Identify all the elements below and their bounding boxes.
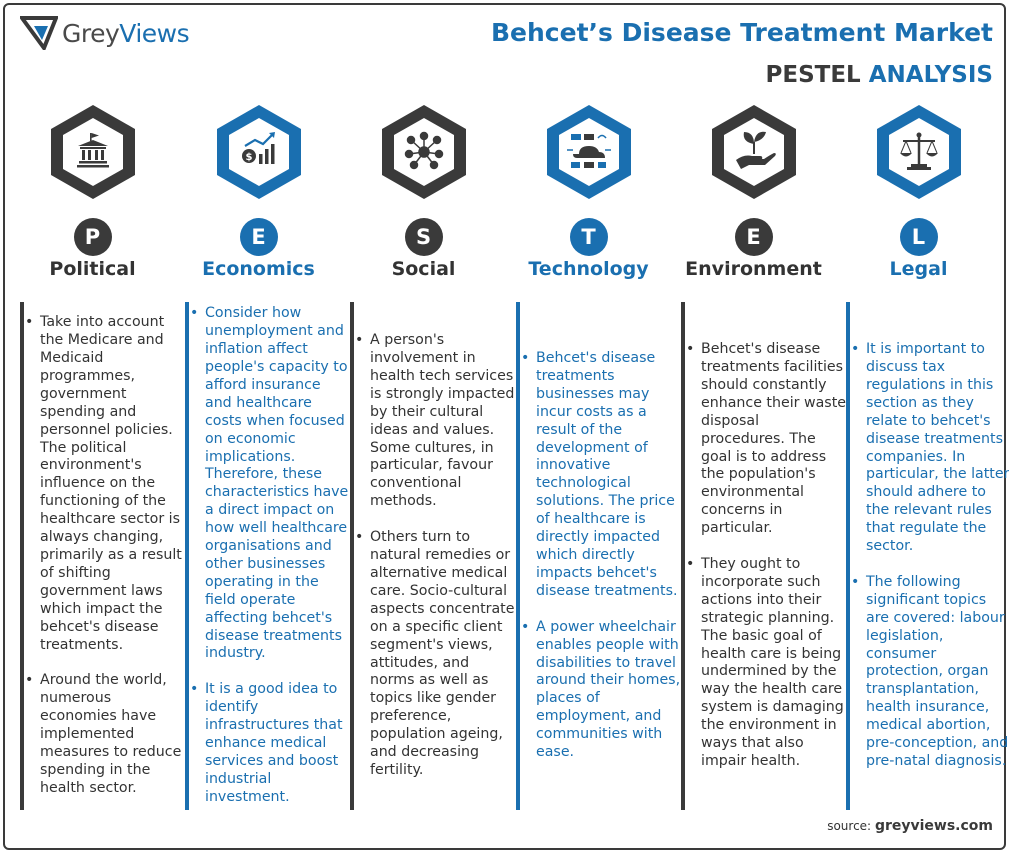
bullet-item: Behcet's disease treatments facilities s… — [686, 341, 846, 538]
page-subtitle: PESTEL ANALYSIS — [765, 62, 993, 88]
bullet-item: It is important to discuss tax regulatio… — [851, 341, 1009, 556]
column-body-technology: Behcet's disease treatments businesses m… — [516, 302, 681, 810]
bullet-item: The following significant topics are cov… — [851, 574, 1009, 771]
pestel-letter: S — [404, 218, 443, 256]
bullet-item: It is a good idea to identify infrastruc… — [190, 681, 350, 806]
scales-of-justice-icon — [899, 132, 938, 170]
pestel-letter: E — [239, 218, 278, 256]
bullet-item: Others turn to natural remedies or alter… — [355, 529, 515, 780]
column-header-legal: L Legal — [836, 102, 1001, 292]
greyviews-logo: GreyViews — [20, 16, 190, 50]
bullet-item: A person's involvement in health tech se… — [355, 332, 515, 511]
svg-text:$: $ — [245, 152, 252, 163]
hexagon-badge — [50, 105, 135, 199]
pestel-letter: T — [569, 218, 608, 256]
pestel-letter: L — [899, 218, 938, 256]
column-header-social: S Social — [341, 102, 506, 292]
source-credit: source: greyviews.com — [827, 818, 993, 834]
pestel-letter: P — [73, 218, 112, 256]
cloud-technology-icon — [566, 134, 611, 168]
hexagon-badge — [876, 105, 961, 199]
government-building-icon — [76, 133, 109, 168]
column-body-economics: Consider how unemployment and inflation … — [185, 302, 350, 810]
column-header-political: P Political — [10, 102, 175, 292]
hexagon-badge: $ — [216, 105, 301, 199]
page-title: Behcet’s Disease Treatment Market — [491, 18, 993, 47]
column-header-technology: T Technology — [506, 102, 671, 292]
bullet-item: They ought to incorporate such actions i… — [686, 556, 846, 771]
bullet-item: Around the world, numerous economies hav… — [25, 672, 185, 797]
bullet-item: Behcet's disease treatments businesses m… — [521, 350, 681, 601]
column-body-political: Take into account the Medicare and Medic… — [20, 302, 185, 810]
bullet-item: A power wheelchair enables people with d… — [521, 619, 681, 762]
source-link[interactable]: greyviews.com — [874, 818, 993, 834]
pestel-letter: E — [734, 218, 773, 256]
social-network-icon — [404, 131, 443, 170]
bullet-item: Consider how unemployment and inflation … — [190, 305, 350, 663]
greyviews-logo-icon — [20, 16, 58, 50]
hexagon-badge — [381, 105, 466, 199]
column-title: Technology — [528, 258, 649, 280]
column-body-environment: Behcet's disease treatments facilities s… — [681, 302, 846, 810]
column-title: Social — [391, 258, 456, 280]
money-growth-chart-icon: $ — [241, 132, 275, 164]
column-header-environment: E Environment — [671, 102, 836, 292]
column-header-economics: $ E Economics — [176, 102, 341, 292]
column-body-legal: It is important to discuss tax regulatio… — [846, 302, 1009, 810]
column-body-social: A person's involvement in health tech se… — [350, 302, 515, 810]
plant-in-hand-icon — [735, 131, 776, 169]
hexagon-badge — [546, 105, 631, 199]
bullet-item: Take into account the Medicare and Medic… — [25, 314, 185, 654]
column-title: Economics — [202, 258, 315, 280]
column-title: Legal — [889, 258, 948, 280]
logo-wordmark: GreyViews — [62, 18, 190, 48]
column-title: Political — [49, 258, 136, 280]
column-title: Environment — [685, 258, 822, 280]
hexagon-badge — [711, 105, 796, 199]
